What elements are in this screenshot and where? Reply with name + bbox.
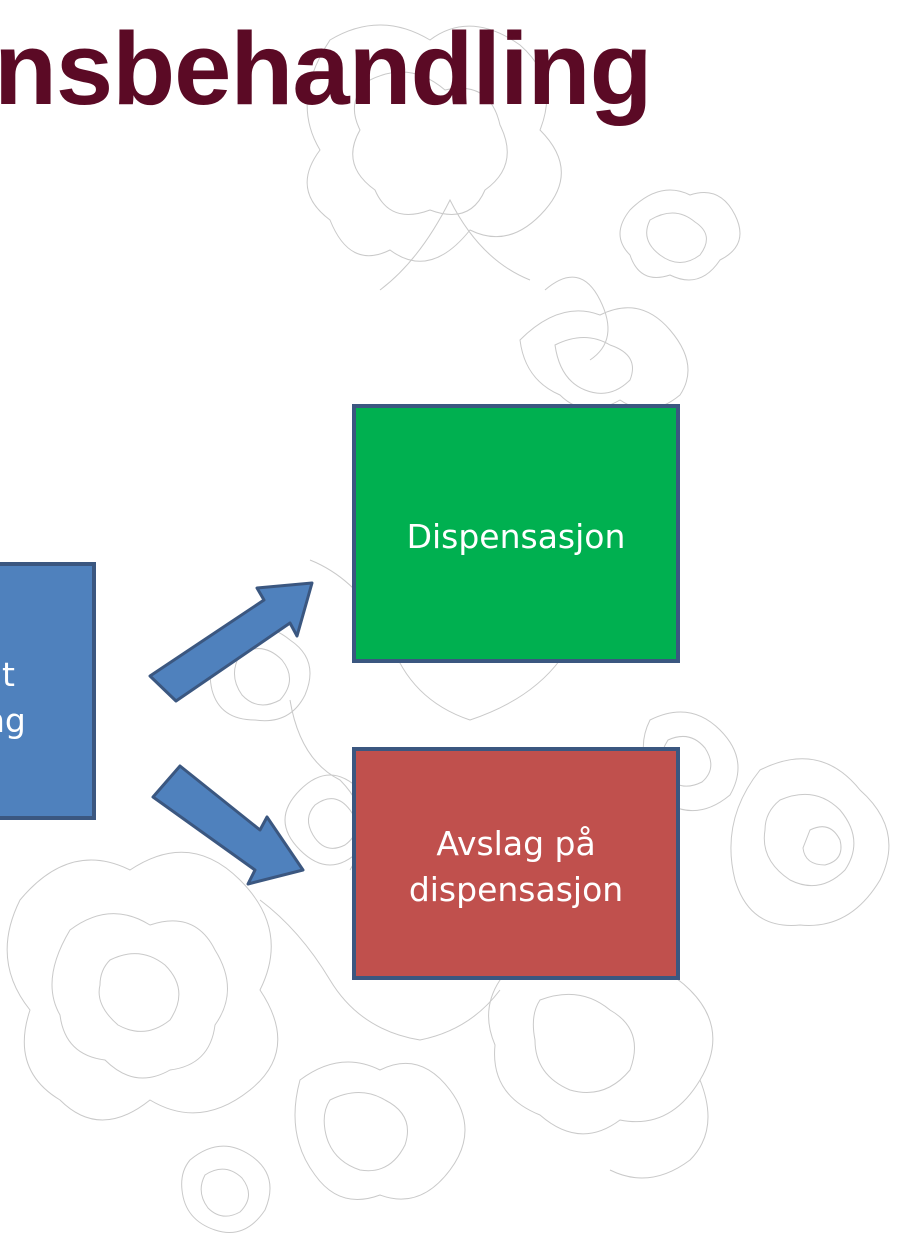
source-box-line-1: t — [2, 655, 15, 694]
page-title: nsbehandling — [0, 11, 652, 126]
source-box: t ng — [0, 562, 96, 820]
dispensasjon-box: Dispensasjon — [352, 404, 680, 663]
avslag-label-line-2: dispensasjon — [408, 870, 624, 909]
avslag-box: Avslag på dispensasjon — [352, 747, 680, 980]
avslag-label-line-1: Avslag på — [436, 824, 596, 863]
dispensasjon-label: Dispensasjon — [406, 517, 626, 556]
source-box-line-2: ng — [0, 701, 26, 740]
